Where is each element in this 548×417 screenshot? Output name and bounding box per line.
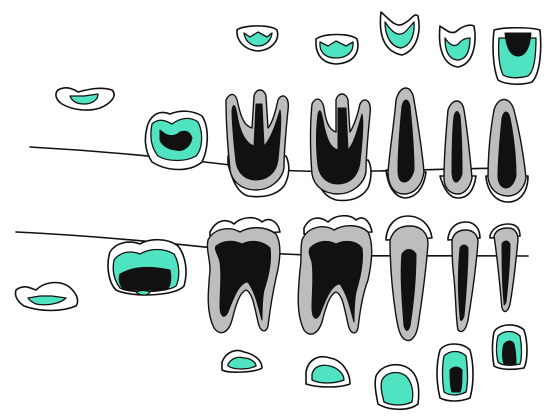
- lower-crown-4: [437, 344, 473, 401]
- upper-premolar-2: [440, 101, 476, 198]
- upper-molar-2: [311, 94, 372, 201]
- lower-canine: [490, 224, 520, 311]
- lower-crown-1: [222, 350, 262, 372]
- upper-crown-5: [493, 28, 541, 84]
- lower-molar-1: [207, 218, 280, 333]
- lower-premolar-1: [386, 216, 432, 340]
- upper-premolar-1: [386, 88, 426, 198]
- upper-developing-crown: [145, 111, 207, 169]
- lower-crown-5: [493, 325, 528, 369]
- lower-left-crown: [15, 283, 77, 311]
- upper-canine: [486, 100, 528, 203]
- upper-crown-4: [440, 25, 476, 67]
- upper-molar-1: [226, 90, 289, 197]
- lower-developing-crown: [108, 240, 186, 295]
- upper-crown-2: [316, 35, 358, 65]
- lower-premolar-2: [448, 222, 480, 332]
- upper-crown-1: [237, 26, 278, 51]
- lower-molar-2: [298, 216, 372, 334]
- upper-crown-3: [380, 12, 419, 55]
- upper-left-crown: [56, 88, 114, 110]
- lower-crown-2: [306, 357, 350, 387]
- lower-crown-3: [375, 365, 419, 410]
